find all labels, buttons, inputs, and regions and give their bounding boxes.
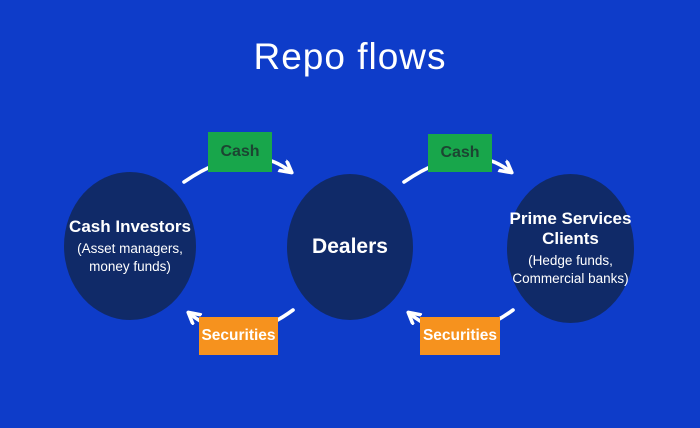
securities-label-left: Securities xyxy=(199,317,278,355)
node-prime-services-clients-name-line1: Prime Services xyxy=(509,209,632,228)
node-cash-investors: Cash Investors (Asset managers, money fu… xyxy=(64,172,196,320)
node-prime-services-clients-detail: (Hedge funds, Commercial banks) xyxy=(512,252,628,288)
securities-label-left-text: Securities xyxy=(201,327,276,344)
node-cash-investors-detail: (Asset managers, money funds) xyxy=(77,240,183,276)
diagram-title: Repo flows xyxy=(253,36,447,77)
cash-label-right-text: Cash xyxy=(440,144,480,161)
node-dealers: Dealers xyxy=(287,174,413,320)
node-cash-investors-name: Cash Investors xyxy=(69,216,191,236)
cash-label-right: Cash xyxy=(428,134,492,172)
node-prime-services-clients-detail-line2: Commercial banks) xyxy=(512,271,629,286)
node-prime-services-clients: Prime Services Clients (Hedge funds, Com… xyxy=(507,174,634,323)
securities-label-right: Securities xyxy=(420,317,500,355)
node-cash-investors-detail-line1: (Asset managers, xyxy=(77,240,183,256)
node-prime-services-clients-name-line2: Clients xyxy=(542,229,599,248)
node-prime-services-clients-name: Prime Services Clients xyxy=(510,209,632,249)
cash-label-left: Cash xyxy=(208,132,272,172)
node-dealers-name: Dealers xyxy=(312,235,388,258)
cash-label-left-text: Cash xyxy=(220,143,260,160)
node-prime-services-clients-detail-line1: (Hedge funds, xyxy=(528,253,613,268)
node-cash-investors-detail-line2: money funds) xyxy=(89,258,171,274)
securities-label-right-text: Securities xyxy=(422,327,498,344)
